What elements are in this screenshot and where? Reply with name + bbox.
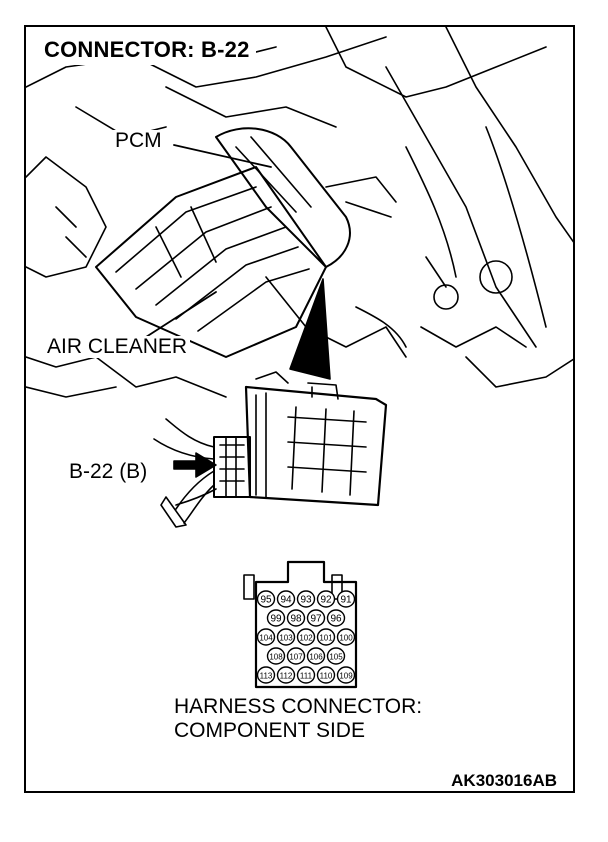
pin-circle xyxy=(306,609,326,627)
connector-pin: 98 xyxy=(286,609,306,627)
connector-pin: 111 xyxy=(296,666,316,684)
pin-circle xyxy=(266,609,286,627)
connector-pin: 99 xyxy=(266,609,286,627)
engine-bay-illustration xyxy=(26,27,573,689)
pin-number: 107 xyxy=(289,653,303,662)
pin-number: 112 xyxy=(280,672,293,681)
connector-pin: 96 xyxy=(326,609,346,627)
pin-circle xyxy=(276,666,296,684)
connector-pin: 103 xyxy=(276,628,296,646)
pin-number: 97 xyxy=(310,614,322,625)
connector-pin: 110 xyxy=(316,666,336,684)
pin-circle xyxy=(316,628,336,646)
pin-number: 102 xyxy=(299,634,313,643)
diagram-frame: 95 94 93 92 91 99 98 97 96 104 103 102 101 100 108 107 1… xyxy=(24,25,575,793)
pin-circle xyxy=(256,628,276,646)
pin-circle xyxy=(276,628,296,646)
connector-pin: 95 xyxy=(256,590,276,608)
pin-number: 113 xyxy=(260,672,273,681)
connector-pin: 100 xyxy=(336,628,356,646)
pin-circle xyxy=(326,647,346,665)
pin-number: 99 xyxy=(270,614,282,625)
pin-number: 108 xyxy=(269,653,283,662)
pin-number: 92 xyxy=(320,595,332,606)
pin-number: 96 xyxy=(330,614,342,625)
pin-circle xyxy=(286,609,306,627)
harness-caption-line2: COMPONENT SIDE xyxy=(174,719,365,742)
pin-number: 98 xyxy=(290,614,302,625)
pin-circle xyxy=(306,647,326,665)
harness-caption: HARNESS CONNECTOR: COMPONENT SIDE xyxy=(174,695,422,743)
pin-circle xyxy=(296,628,316,646)
connector-pin: 106 xyxy=(306,647,326,665)
connector-pin: 92 xyxy=(316,590,336,608)
pin-number: 103 xyxy=(279,634,293,643)
connector-pin: 113 xyxy=(256,666,276,684)
pin-circle xyxy=(296,666,316,684)
connector-pin: 93 xyxy=(296,590,316,608)
pin-layout: 95 94 93 92 91 99 98 97 96 104 103 102 101 100 108 107 1… xyxy=(256,590,356,684)
connector-pin: 101 xyxy=(316,628,336,646)
pin-circle xyxy=(266,647,286,665)
pin-circle xyxy=(326,609,346,627)
pin-number: 110 xyxy=(320,672,333,681)
pcm-label: PCM xyxy=(112,130,165,152)
connector-pin: 104 xyxy=(256,628,276,646)
connector-pin: 102 xyxy=(296,628,316,646)
connector-pin: 97 xyxy=(306,609,326,627)
pin-number: 100 xyxy=(339,634,353,643)
pin-circle xyxy=(316,590,336,608)
pin-circle xyxy=(336,628,356,646)
pin-number: 91 xyxy=(340,595,352,606)
pin-circle xyxy=(336,590,356,608)
connector-label: B-22 (B) xyxy=(66,461,151,483)
pin-circle xyxy=(256,590,276,608)
page-title: CONNECTOR: B-22 xyxy=(40,35,256,65)
connector-pin: 91 xyxy=(336,590,356,608)
connector-pin: 94 xyxy=(276,590,296,608)
pin-number: 93 xyxy=(300,595,312,606)
pin-circle xyxy=(276,590,296,608)
harness-caption-line1: HARNESS CONNECTOR: xyxy=(174,695,423,718)
pin-number: 109 xyxy=(339,672,353,681)
pin-circle xyxy=(286,647,306,665)
pin-circle xyxy=(336,666,356,684)
pin-number: 101 xyxy=(319,634,333,643)
pin-number: 106 xyxy=(309,653,323,662)
pin-circle xyxy=(256,666,276,684)
pin-circle xyxy=(296,590,316,608)
connector-pin: 105 xyxy=(326,647,346,665)
pin-number: 94 xyxy=(280,595,292,606)
pin-number: 95 xyxy=(260,595,272,606)
pin-number: 111 xyxy=(300,672,313,681)
connector-pin: 107 xyxy=(286,647,306,665)
pin-number: 104 xyxy=(259,634,273,643)
connector-pin: 109 xyxy=(336,666,356,684)
connector-pin: 108 xyxy=(266,647,286,665)
pin-number: 105 xyxy=(329,653,343,662)
pin-circle xyxy=(316,666,336,684)
connector-pin: 112 xyxy=(276,666,296,684)
figure-code: AK303016AB xyxy=(451,771,557,790)
air-cleaner-label: AIR CLEANER xyxy=(44,336,191,358)
